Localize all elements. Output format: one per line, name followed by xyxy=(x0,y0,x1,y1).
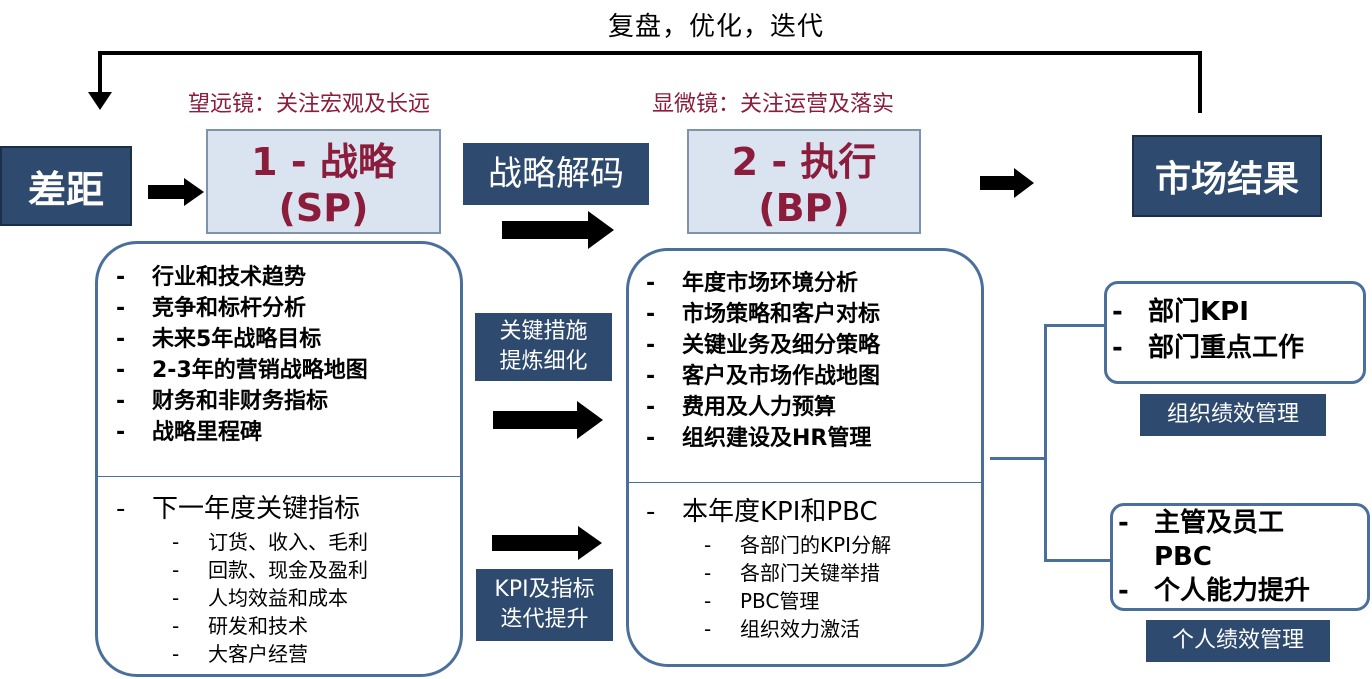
sp-kpi-sub-list: 订货、收入、毛利 回款、现金及盈利 人均效益和成本 研发和技术 大客户经营 xyxy=(172,528,452,668)
microscope-label: 显微镜：关注运营及落实 xyxy=(652,92,895,117)
sp-kpi-list: 下一年度关键指标 xyxy=(116,492,446,526)
list-item: 关键业务及细分策略 xyxy=(646,330,976,361)
bp-kpi-title: 本年度KPI和PBC xyxy=(646,495,966,529)
list-item: 组织效力激活 xyxy=(704,615,964,643)
person-tag-label: 个人绩效管理 xyxy=(1171,628,1304,653)
strategy-title: 1 - 战略 xyxy=(251,140,396,184)
connector-to-org xyxy=(1044,324,1106,327)
connector-to-person xyxy=(1044,559,1112,562)
list-item: 行业和技术趋势 xyxy=(116,262,446,293)
loop-arrowhead-icon xyxy=(88,92,112,110)
loop-line-top xyxy=(98,51,1202,55)
connector-vertical xyxy=(1044,324,1047,561)
list-item: 部门KPI xyxy=(1112,294,1362,330)
list-item: 个人能力提升 xyxy=(1118,574,1333,608)
sp-item-list: 行业和技术趋势 竞争和标杆分析 未来5年战略目标 2-3年的营销战略地图 财务和… xyxy=(116,262,446,448)
list-item: 部门重点工作 xyxy=(1112,330,1362,366)
list-item: 2-3年的营销战略地图 xyxy=(116,355,446,386)
connector-main xyxy=(990,457,1046,460)
measures-tag-line2: 提炼细化 xyxy=(499,349,588,374)
list-item: 主管及员工PBC xyxy=(1118,506,1333,574)
bp-item-list: 年度市场环境分析 市场策略和客户对标 关键业务及细分策略 客户及市场作战地图 费… xyxy=(646,268,976,454)
person-performance-tag: 个人绩效管理 xyxy=(1146,620,1330,662)
execution-title: 2 - 执行 xyxy=(731,140,877,184)
list-item: 竞争和标杆分析 xyxy=(116,293,446,324)
list-item: 财务和非财务指标 xyxy=(116,386,446,417)
list-item: 订货、收入、毛利 xyxy=(172,528,452,556)
bp-kpi-list: 本年度KPI和PBC xyxy=(646,495,966,529)
sp-kpi-title: 下一年度关键指标 xyxy=(116,492,446,526)
list-item: 研发和技术 xyxy=(172,612,452,640)
list-item: 各部门的KPI分解 xyxy=(704,531,964,559)
decode-tag: 战略解码 xyxy=(463,143,649,205)
measures-tag: 关键措施 提炼细化 xyxy=(475,313,612,381)
list-item: 市场策略和客户对标 xyxy=(646,299,976,330)
loop-line-right xyxy=(1198,51,1202,113)
strategy-abbr: (SP) xyxy=(278,186,369,230)
kpi-iteration-tag: KPI及指标 迭代提升 xyxy=(476,569,613,641)
gap-label: 差距 xyxy=(27,167,104,212)
market-result-label: 市场结果 xyxy=(1154,159,1299,200)
list-item: 费用及人力预算 xyxy=(646,392,976,423)
execution-abbr: (BP) xyxy=(758,186,850,230)
list-item: 组织建设及HR管理 xyxy=(646,423,976,454)
list-item: 未来5年战略目标 xyxy=(116,324,446,355)
list-item: 年度市场环境分析 xyxy=(646,268,976,299)
list-item: 各部门关键举措 xyxy=(704,559,964,587)
org-performance-tag: 组织绩效管理 xyxy=(1140,394,1326,436)
list-item: 人均效益和成本 xyxy=(172,584,452,612)
telescope-label: 望远镜：关注宏观及长远 xyxy=(188,92,431,117)
gap-box: 差距 xyxy=(0,146,132,226)
measures-tag-line1: 关键措施 xyxy=(499,319,588,344)
list-item: 战略里程碑 xyxy=(116,417,446,448)
org-tag-label: 组织绩效管理 xyxy=(1166,402,1299,427)
list-item: 客户及市场作战地图 xyxy=(646,361,976,392)
list-item: PBC管理 xyxy=(704,587,964,615)
execution-box: 2 - 执行 (BP) xyxy=(687,129,921,234)
loop-line-left xyxy=(98,51,102,95)
person-item-list: 主管及员工PBC 个人能力提升 xyxy=(1118,506,1333,608)
decode-label: 战略解码 xyxy=(488,154,624,194)
strategy-box: 1 - 战略 (SP) xyxy=(206,129,441,234)
kpi-tag-line2: 迭代提升 xyxy=(500,607,589,632)
list-item: 大客户经营 xyxy=(172,640,452,668)
bp-kpi-sub-list: 各部门的KPI分解 各部门关键举措 PBC管理 组织效力激活 xyxy=(704,531,964,643)
market-result-box: 市场结果 xyxy=(1132,135,1322,217)
list-item: 回款、现金及盈利 xyxy=(172,556,452,584)
bp-divider xyxy=(628,482,982,483)
kpi-tag-line1: KPI及指标 xyxy=(494,577,595,602)
org-item-list: 部门KPI 部门重点工作 xyxy=(1112,294,1362,366)
sp-divider xyxy=(97,476,461,477)
loop-label: 复盘，优化，迭代 xyxy=(608,12,825,42)
